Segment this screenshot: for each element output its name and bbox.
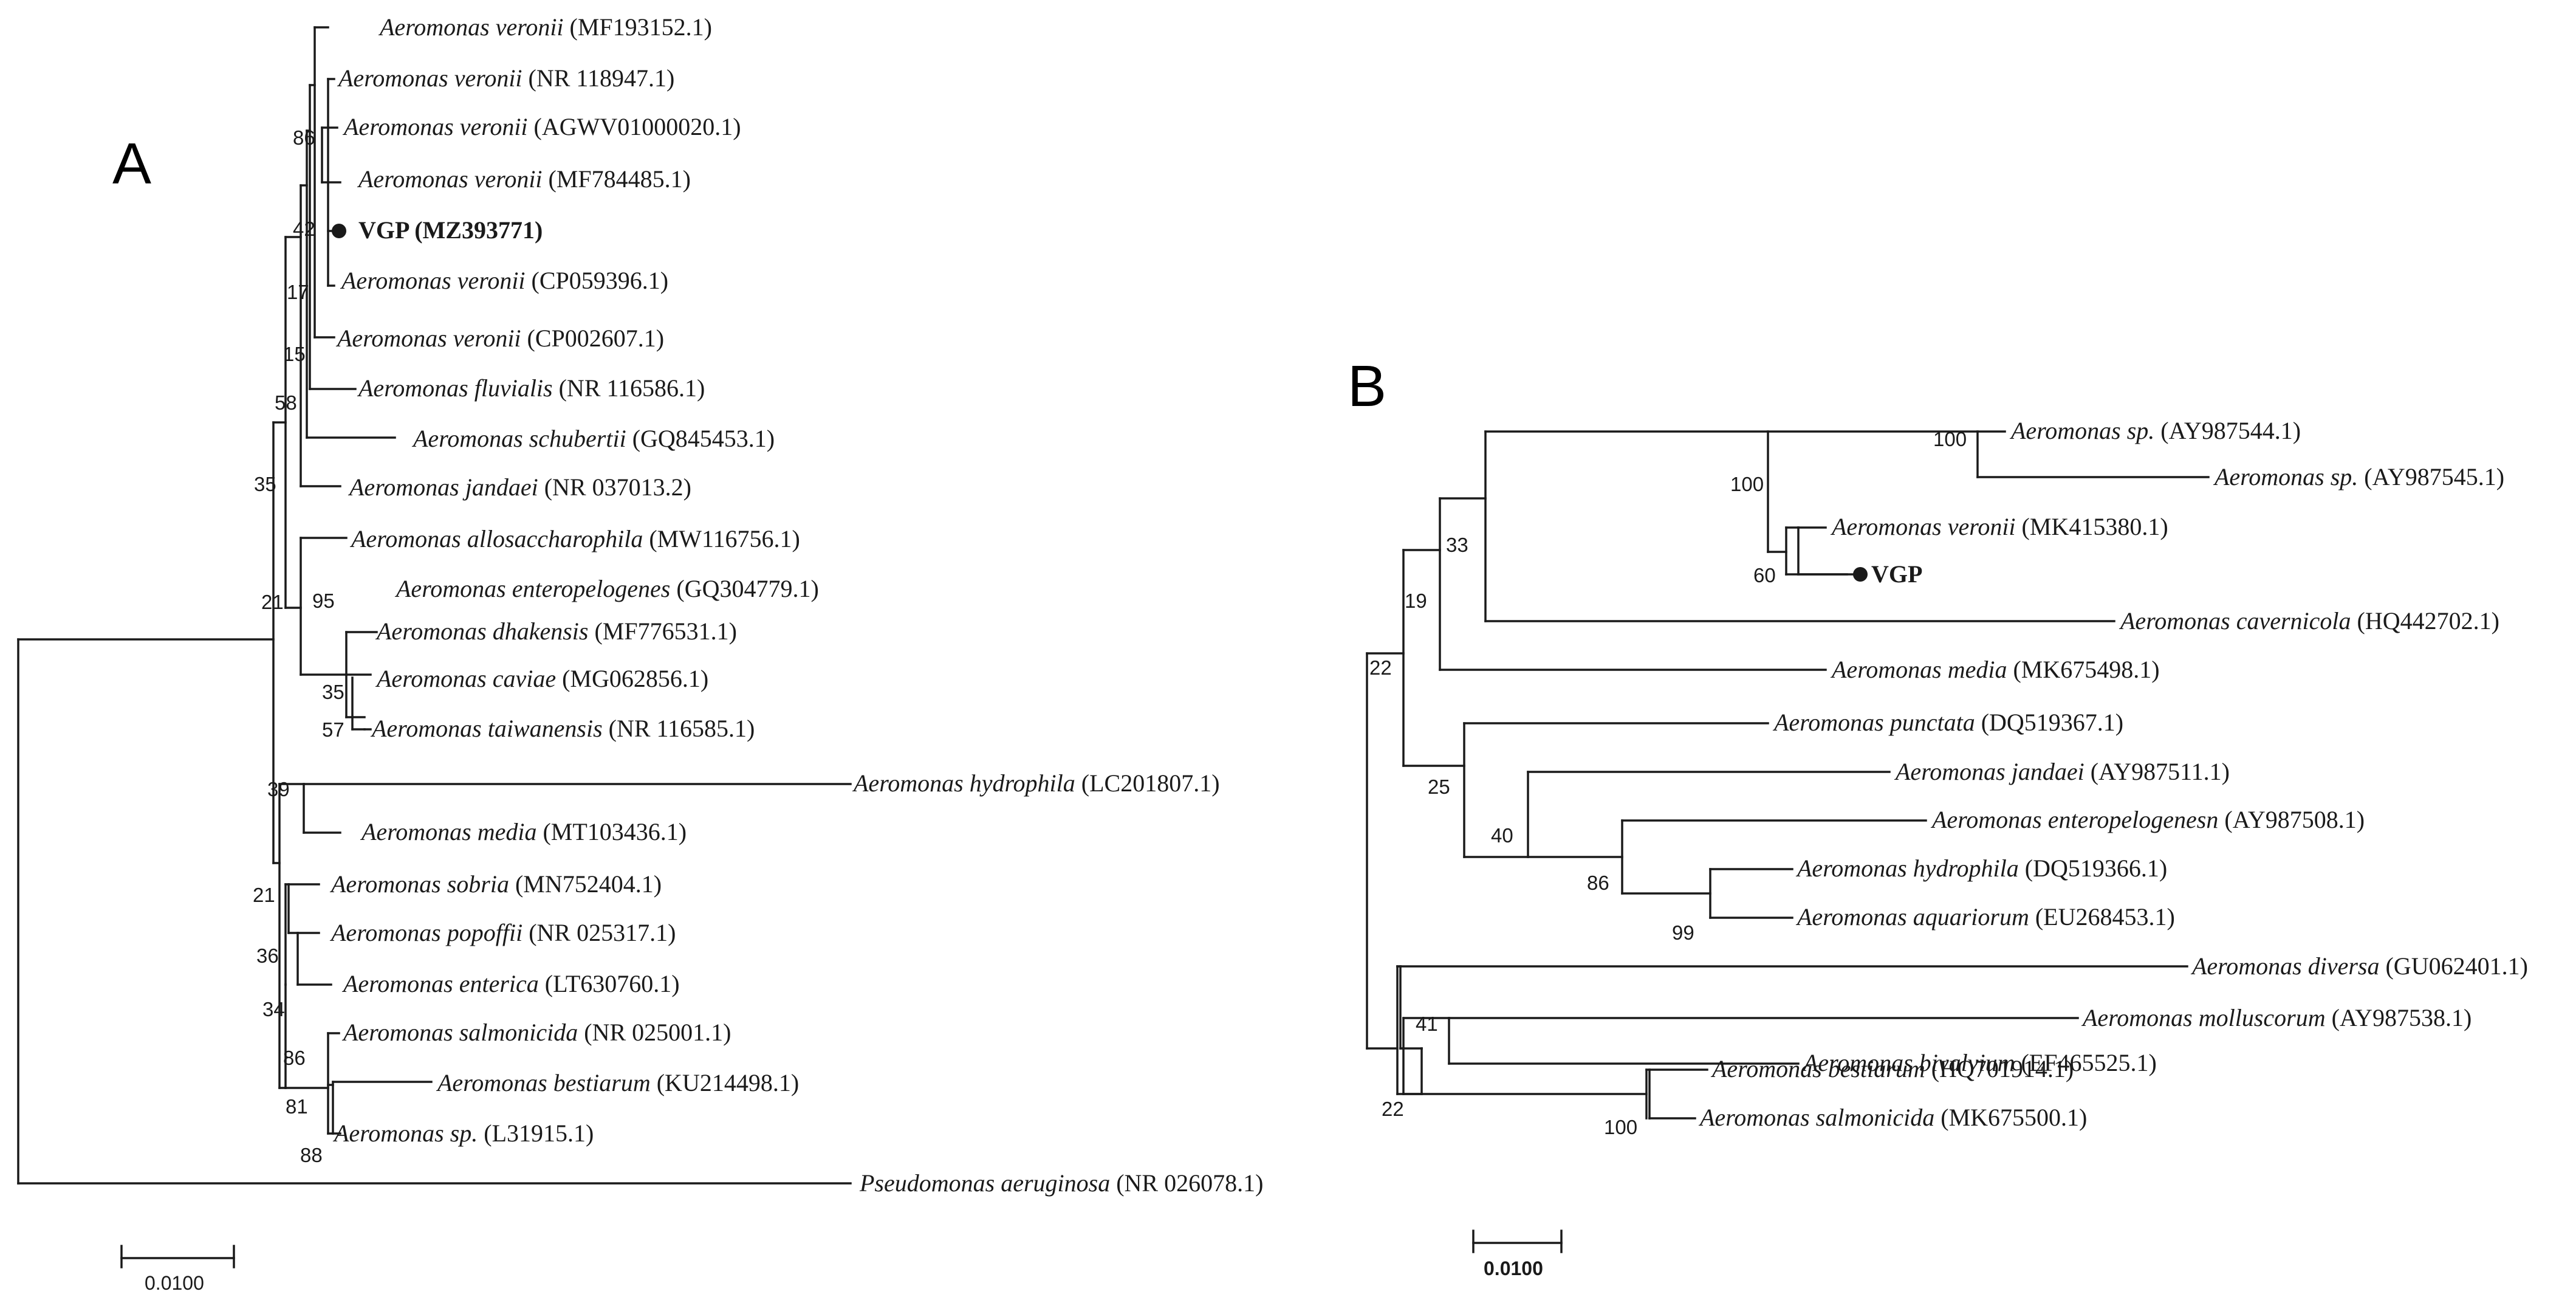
taxon-label: Aeromonas veronii (MF193152.1) xyxy=(378,13,712,41)
bootstrap-value: 39 xyxy=(267,778,290,800)
bootstrap-value: 22 xyxy=(1369,656,1392,679)
taxon-label-vgp: VGP xyxy=(1871,560,1922,588)
taxon-label: Aeromonas fluvialis (NR 116586.1) xyxy=(357,374,705,402)
taxon-label: Aeromonas veronii (AGWV01000020.1) xyxy=(342,113,741,140)
taxon-label: Aeromonas enteropelogenesn (AY987508.1) xyxy=(1930,806,2365,833)
taxon-label: Aeromonas molluscorum (AY987538.1) xyxy=(2081,1004,2472,1031)
taxon-label: Aeromonas salmonicida (MK675500.1) xyxy=(1698,1104,2087,1131)
scale-bar-label: 0.0100 xyxy=(1484,1257,1543,1279)
bootstrap-value: 42 xyxy=(293,218,315,240)
tree-a-branches xyxy=(17,26,852,1185)
bootstrap-value: 100 xyxy=(1604,1116,1637,1138)
taxon-label: Aeromonas hydrophila (LC201807.1) xyxy=(852,769,1220,797)
bootstrap-value: 21 xyxy=(253,884,275,906)
taxon-label: Aeromonas bestiarum (KU214498.1) xyxy=(436,1069,799,1096)
taxon-label: Aeromonas sobria (MN752404.1) xyxy=(329,870,662,898)
vgp-marker xyxy=(332,224,346,238)
taxon-label: Aeromonas sp. (L31915.1) xyxy=(332,1120,594,1147)
scale-bar-b: 0.0100 xyxy=(1472,1230,1563,1279)
bootstrap-value: 60 xyxy=(1753,564,1776,587)
taxon-label: Aeromonas veronii (CP002607.1) xyxy=(335,325,664,352)
taxon-label-vgp: VGP (MZ393771) xyxy=(358,216,543,244)
panel-b: B xyxy=(1348,354,2528,1279)
taxon-label: Pseudomonas aeruginosa (NR 026078.1) xyxy=(859,1169,1263,1197)
tree-b-bootstrap: 100 100 33 19 60 22 25 40 86 99 41 22 10… xyxy=(1369,428,1967,1138)
taxon-label: Aeromonas bestiarum (HQ701914.1) xyxy=(1710,1055,2074,1082)
bootstrap-value: 40 xyxy=(1491,824,1513,847)
taxon-label: Aeromonas media (MT103436.1) xyxy=(360,818,687,845)
bootstrap-value: 19 xyxy=(1405,590,1427,612)
bootstrap-value: 35 xyxy=(322,681,344,703)
taxon-label: Aeromonas caviae (MG062856.1) xyxy=(375,665,708,692)
taxon-label: Aeromonas popoffii (NR 025317.1) xyxy=(329,919,676,946)
bootstrap-value: 86 xyxy=(293,126,315,149)
bootstrap-value: 99 xyxy=(1672,921,1694,944)
bootstrap-value: 17 xyxy=(287,281,309,303)
bootstrap-value: 35 xyxy=(254,473,276,495)
bootstrap-value: 41 xyxy=(1416,1013,1438,1035)
taxon-label: Aeromonas enteropelogenes (GQ304779.1) xyxy=(394,575,819,602)
bootstrap-value: 58 xyxy=(275,391,297,414)
taxon-label: Aeromonas cavernicola (HQ442702.1) xyxy=(2119,607,2499,635)
panel-label-b: B xyxy=(1348,354,1386,419)
taxon-label: Aeromonas media (MK675498.1) xyxy=(1830,656,2160,683)
bootstrap-value: 15 xyxy=(283,343,306,365)
taxon-label: Aeromonas diversa (GU062401.1) xyxy=(2190,952,2528,980)
taxon-label: Aeromonas enterica (LT630760.1) xyxy=(341,970,680,997)
taxon-label: Aeromonas salmonicida (NR 025001.1) xyxy=(341,1019,731,1046)
bootstrap-value: 36 xyxy=(256,944,279,967)
panel-a: A xyxy=(17,13,1263,1294)
taxon-label: Aeromonas punctata (DQ519367.1) xyxy=(1772,709,2123,736)
taxon-label: Aeromonas bivalvium (EF465525.1) xyxy=(1801,1049,2157,1076)
taxon-label: Aeromonas veronii (CP059396.1) xyxy=(340,267,668,294)
taxon-label: Aeromonas hydrophila (DQ519366.1) xyxy=(1795,855,2167,882)
panel-label-a: A xyxy=(112,131,151,196)
tree-b-taxa: Aeromonas sp. (AY987544.1) Aeromonas sp.… xyxy=(1698,417,2528,1131)
taxon-label: Aeromonas sp. (AY987544.1) xyxy=(2009,417,2301,444)
bootstrap-value: 81 xyxy=(286,1095,308,1118)
taxon-label: Aeromonas jandaei (NR 037013.2) xyxy=(348,473,691,501)
tree-b-branches xyxy=(1366,430,2210,1120)
bootstrap-value: 22 xyxy=(1382,1098,1404,1120)
bootstrap-value: 57 xyxy=(322,718,344,741)
bootstrap-value: 33 xyxy=(1446,534,1468,556)
tree-a-taxa: Aeromonas veronii (MF193152.1) Aeromonas… xyxy=(329,13,1263,1197)
vgp-marker xyxy=(1853,567,1868,582)
bootstrap-value: 34 xyxy=(262,998,285,1020)
bootstrap-value: 25 xyxy=(1428,776,1450,798)
taxon-label: Aeromonas allosaccharophila (MW116756.1) xyxy=(349,525,800,552)
taxon-label: Aeromonas veronii (MK415380.1) xyxy=(1830,513,2168,540)
bootstrap-value: 21 xyxy=(261,591,284,613)
taxon-label: Aeromonas dhakensis (MF776531.1) xyxy=(375,618,737,645)
bootstrap-value: 100 xyxy=(1730,473,1764,495)
taxon-label: Aeromonas schubertii (GQ845453.1) xyxy=(411,425,775,452)
scale-bar-label: 0.0100 xyxy=(145,1272,204,1294)
bootstrap-value: 95 xyxy=(312,590,335,612)
scale-bar-a: 0.0100 xyxy=(120,1245,235,1294)
taxon-label: Aeromonas aquariorum (EU268453.1) xyxy=(1795,903,2175,931)
tree-a-bootstrap: 86 42 17 15 58 35 21 95 35 57 39 21 36 3… xyxy=(253,126,344,1166)
taxon-label: Aeromonas taiwanensis (NR 116585.1) xyxy=(370,715,755,742)
taxon-label: Aeromonas veronii (NR 118947.1) xyxy=(337,64,674,92)
bootstrap-value: 86 xyxy=(283,1047,306,1069)
taxon-label: Aeromonas jandaei (AY987511.1) xyxy=(1894,758,2230,785)
bootstrap-value: 100 xyxy=(1933,428,1967,450)
taxon-label: Aeromonas veronii (MF784485.1) xyxy=(357,165,691,193)
bootstrap-value: 86 xyxy=(1587,872,1609,894)
taxon-label: Aeromonas sp. (AY987545.1) xyxy=(2213,463,2504,490)
bootstrap-value: 88 xyxy=(300,1144,323,1166)
